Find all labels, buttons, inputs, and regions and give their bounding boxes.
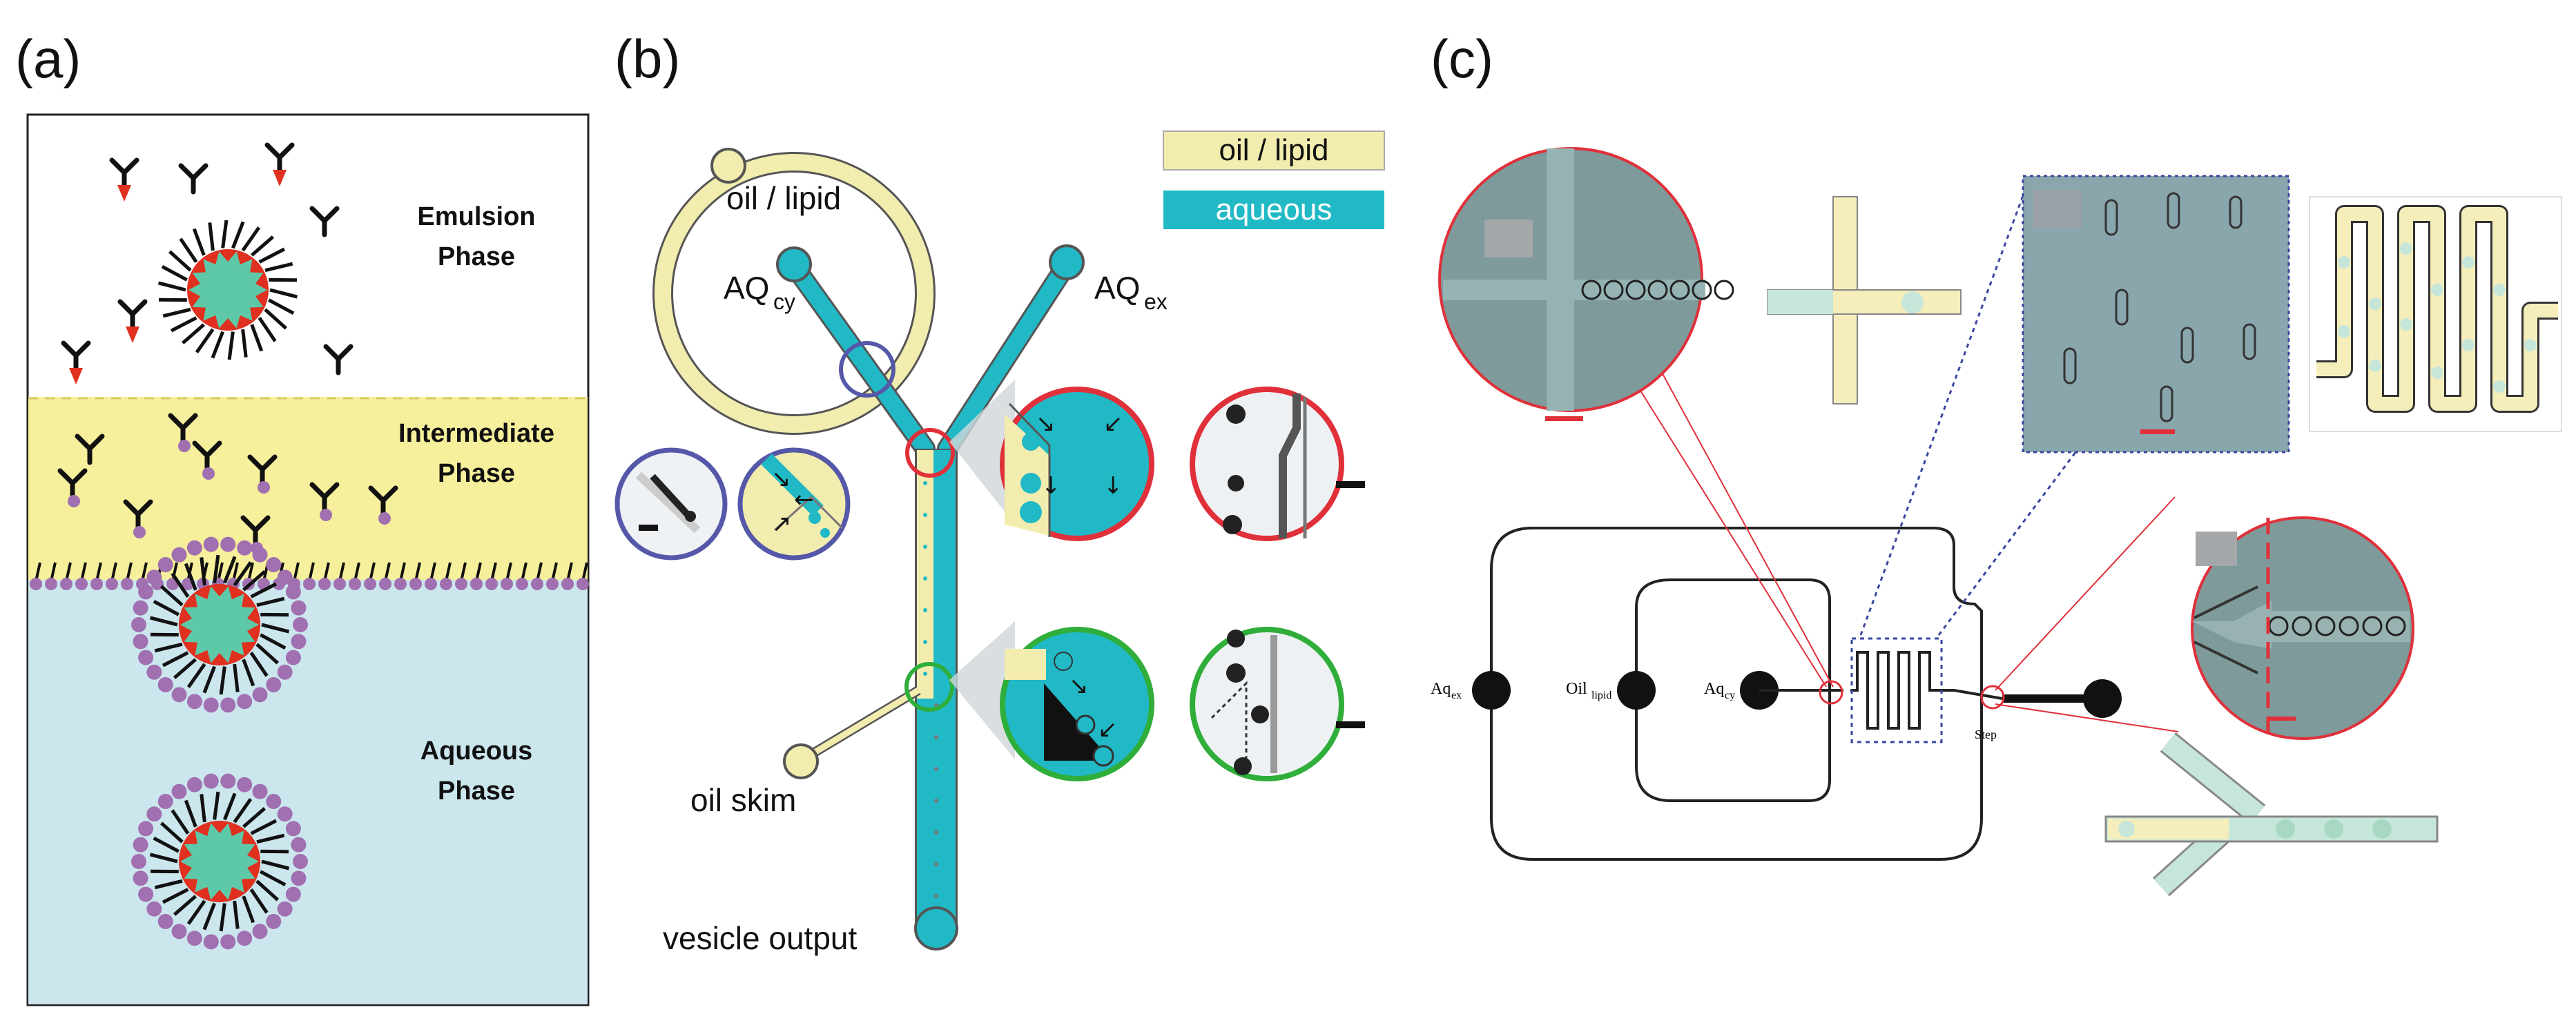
panel-b: (b) oil / lipid aqueous bbox=[614, 28, 1385, 956]
connector-blue-1 bbox=[1859, 186, 2028, 636]
oil-skim-port bbox=[783, 743, 819, 779]
serpentine-channel bbox=[1850, 651, 1954, 730]
aqex-chip-label-sub: ex bbox=[1451, 690, 1462, 701]
legend-oil-swatch bbox=[1163, 130, 1385, 170]
zoom-wedge-bottom bbox=[949, 621, 1015, 759]
zoom-blue-schematic: ↘ ← ↗ bbox=[737, 447, 851, 561]
oil-skim-channel bbox=[801, 688, 920, 762]
aqcy-chip-label: Aq bbox=[1704, 680, 1724, 698]
cross-junction-schematic bbox=[1767, 196, 1962, 405]
connector-red-3 bbox=[1995, 496, 2176, 691]
panel-a-letter: (a) bbox=[15, 28, 81, 89]
svg-text:↙: ↙ bbox=[1103, 410, 1123, 438]
aqex-chip-label: Aq bbox=[1431, 680, 1451, 698]
free-surfactant-molecules bbox=[57, 142, 398, 554]
emulsion-phase-label-2: Phase bbox=[438, 242, 515, 271]
oil-skim-label: oil skim bbox=[690, 782, 796, 818]
channel-droplets bbox=[923, 481, 938, 898]
svg-text:↘: ↘ bbox=[1036, 410, 1056, 438]
serpentine-schematic bbox=[2309, 196, 2562, 432]
aqcy-label-sub: cy bbox=[773, 289, 795, 314]
intermediate-phase-region bbox=[28, 397, 588, 580]
aqueous-phase-label-1: Aqueous bbox=[420, 737, 533, 766]
zoom-green-photo bbox=[1190, 627, 1365, 781]
y-junction-schematic bbox=[2104, 732, 2439, 897]
svg-text:←: ← bbox=[794, 486, 814, 514]
junction-ring-blue bbox=[839, 341, 895, 398]
svg-text:↙: ↙ bbox=[1098, 716, 1118, 743]
svg-text:↓: ↓ bbox=[1041, 472, 1061, 500]
aqex-inlet-port bbox=[1049, 244, 1085, 280]
intermediate-phase-label-1: Intermediate bbox=[398, 419, 554, 448]
droplet-illustrations bbox=[131, 220, 308, 950]
connector-red-2 bbox=[1643, 338, 1834, 688]
chip-inner-channel bbox=[1635, 578, 1831, 802]
skim-ring-green bbox=[904, 662, 954, 712]
serpentine-highlight-box bbox=[1850, 637, 1943, 743]
step-chip-label: Step bbox=[1975, 728, 1997, 741]
chip-outer-channel bbox=[1490, 527, 1983, 861]
oil-lipid-label: oil / lipid bbox=[726, 180, 841, 216]
zoom-blue-photo bbox=[614, 447, 728, 561]
oil-lipid-chip-label-sub: lipid bbox=[1591, 690, 1611, 701]
legend-aqueous-label: aqueous bbox=[1216, 193, 1333, 226]
legend-oil-label: oil / lipid bbox=[1219, 133, 1329, 167]
junction-ring-red bbox=[905, 428, 955, 478]
panel-c-letter: (c) bbox=[1431, 28, 1493, 89]
oil-lipid-chip-label: Oil bbox=[1566, 680, 1587, 698]
panel-c: (c) Aq ex Oil lipid Aq cy Step bbox=[1431, 28, 2562, 897]
output-port bbox=[2083, 679, 2122, 718]
zoom-red-schematic: ↘ ↙ ↓ ↓ bbox=[1000, 387, 1154, 541]
aqueous-phase-region bbox=[28, 580, 588, 1004]
aqex-port bbox=[1472, 671, 1511, 710]
micrograph-junction-circle bbox=[1438, 147, 1734, 421]
svg-text:↗: ↗ bbox=[772, 510, 792, 538]
aqueous-phase-label-2: Phase bbox=[438, 777, 515, 806]
connector-red-4 bbox=[1995, 703, 2179, 732]
panel-b-letter: (b) bbox=[614, 28, 680, 89]
micrograph-step-circle bbox=[2191, 516, 2414, 740]
oil-lipid-port bbox=[1617, 671, 1656, 710]
aqcy-label-main: AQ bbox=[724, 270, 769, 306]
micrograph-serpentine bbox=[2022, 175, 2290, 454]
intermediate-phase-label-2: Phase bbox=[438, 459, 515, 488]
svg-text:↘: ↘ bbox=[1069, 672, 1089, 700]
oil-ring-channel bbox=[655, 154, 933, 433]
svg-text:↓: ↓ bbox=[1103, 472, 1123, 500]
aqcy-inlet-port bbox=[776, 246, 812, 282]
vesicle-output-label: vesicle output bbox=[663, 920, 857, 956]
zoom-green-schematic: ↘ ↙ bbox=[1000, 627, 1154, 781]
vesicle-output-port bbox=[914, 906, 958, 951]
legend-aqueous-swatch bbox=[1163, 191, 1384, 229]
aqcy-channel bbox=[786, 257, 933, 457]
output-channel-oil-stream bbox=[917, 450, 933, 699]
aqcy-chip-label-sub: cy bbox=[1725, 690, 1735, 701]
connector-blue-2 bbox=[1937, 448, 2080, 636]
step-marker-red bbox=[1980, 685, 2005, 710]
oil-inlet-port bbox=[710, 148, 746, 184]
aqex-channel bbox=[939, 256, 1075, 457]
zoom-red-photo bbox=[1190, 387, 1365, 541]
junction-marker-red bbox=[1819, 680, 1843, 705]
emulsion-phase-label-1: Emulsion bbox=[417, 202, 535, 231]
aqex-label-sub: ex bbox=[1144, 289, 1168, 314]
aqex-label-main: AQ bbox=[1094, 270, 1140, 306]
zoom-wedge-top bbox=[949, 380, 1015, 525]
svg-text:↘: ↘ bbox=[771, 465, 791, 493]
lipid-monolayer bbox=[30, 562, 589, 590]
step-connector bbox=[1953, 689, 2003, 700]
panel-a: (a) Emulsion Phase Intermediate Phase Aq… bbox=[15, 28, 590, 1006]
